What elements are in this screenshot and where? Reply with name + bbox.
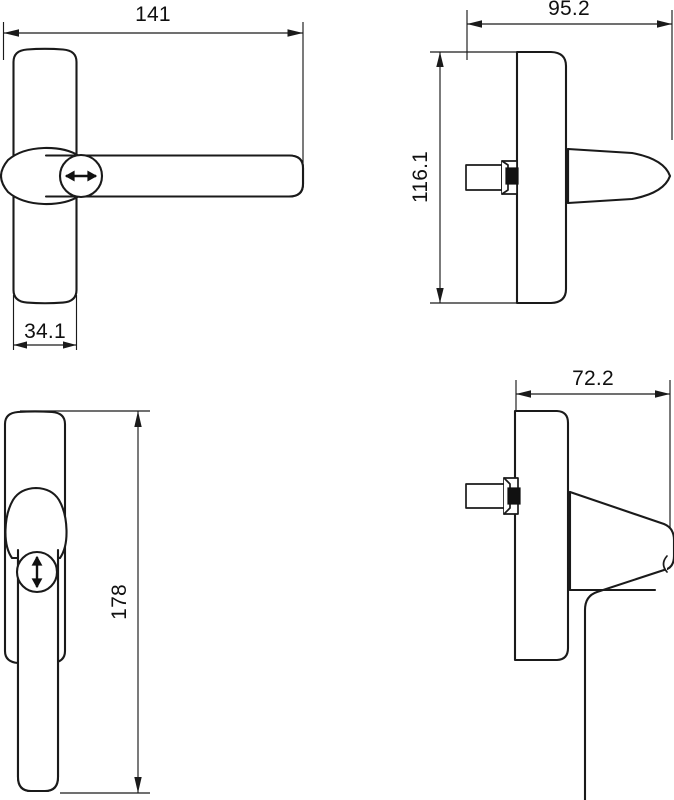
backplate-profile-bottom-right — [513, 409, 570, 662]
dimension-95-2: 95.2 — [466, 0, 673, 140]
dim-arrow-bottom-178 — [134, 777, 142, 793]
spindle-shaft-top-right — [465, 164, 503, 191]
top-left-view: 141 34.1 — [0, 3, 305, 350]
dim-arrow-left-141 — [3, 29, 19, 37]
dim-label-178: 178 — [108, 584, 131, 620]
dim-arrow-right-95-2 — [657, 20, 672, 28]
lock-cylinder-hint-bottom-right — [662, 555, 668, 573]
lever-profile-bottom-right — [568, 490, 674, 800]
bottom-left-view: 178 — [3, 410, 150, 794]
dimension-141: 141 — [2, 3, 304, 175]
dim-arrow-right-141 — [287, 29, 303, 37]
lock-slot-arrow-top-bottom-left — [31, 555, 43, 566]
top-right-view: 95.2 116.1 — [409, 0, 673, 305]
backplate-profile-top-right — [515, 50, 568, 305]
lock-slot-arrow-bottom-bottom-left — [31, 578, 43, 589]
lock-slot-arrow-left-top-left — [64, 170, 75, 182]
spindle-block-top-right — [505, 167, 519, 185]
dim-arrow-left-95-2 — [467, 20, 482, 28]
dim-arrow-right-34-1 — [63, 341, 77, 349]
dimension-116-1: 116.1 — [409, 51, 520, 304]
dim-arrow-bottom-116-1 — [436, 288, 444, 303]
dim-label-116-1: 116.1 — [409, 151, 432, 203]
dim-label-141: 141 — [135, 3, 171, 26]
dim-label-72-2: 72.2 — [572, 367, 614, 390]
lever-arm-edge-bottom-left — [16, 548, 60, 793]
lock-cylinder-bottom-left — [15, 550, 59, 594]
lever-arm-edge-top-left — [44, 154, 305, 198]
spindle-shaft-bottom-right — [465, 483, 507, 509]
dim-arrow-right-72-2 — [655, 390, 670, 398]
dim-arrow-top-178 — [134, 411, 142, 427]
lock-cylinder-top-left — [58, 153, 104, 199]
dim-arrow-left-72-2 — [516, 390, 531, 398]
dim-label-95-2: 95.2 — [548, 0, 590, 20]
dim-label-34-1: 34.1 — [24, 320, 66, 343]
spindle-block-bottom-right — [507, 487, 521, 505]
bottom-right-view: 72.2 — [465, 367, 674, 800]
dim-arrow-top-116-1 — [436, 52, 444, 67]
dimension-34-1: 34.1 — [12, 295, 78, 350]
hub-oval-bottom-left — [4, 486, 68, 560]
lock-slot-arrow-right-top-left — [87, 170, 98, 182]
dim-arrow-left-34-1 — [13, 341, 27, 349]
lever-cone-top-right — [566, 147, 672, 205]
